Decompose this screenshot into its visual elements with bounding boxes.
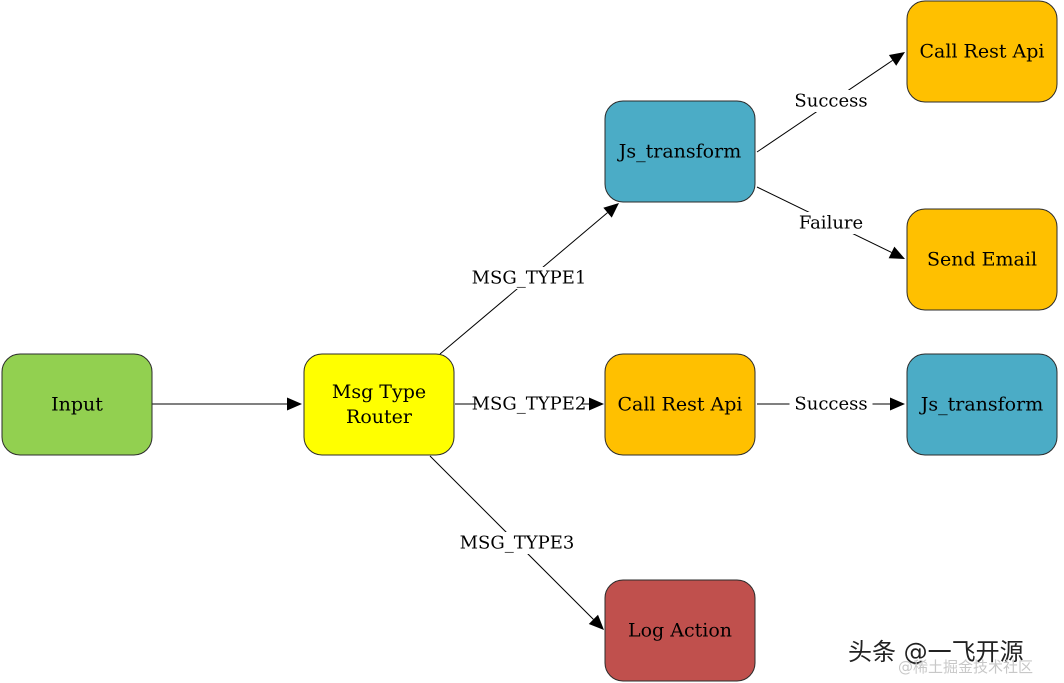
node-input: Input xyxy=(1,353,153,456)
edge-input-to-router xyxy=(152,397,302,411)
edge-js1-to-email: Failure xyxy=(756,186,905,259)
node-label-line: Log Action xyxy=(628,620,732,642)
edge-router-to-rest2: MSG_TYPE2 xyxy=(455,393,604,415)
edge-label-background xyxy=(789,90,873,112)
node-box xyxy=(906,0,1058,103)
node-label: Js_transform xyxy=(919,394,1043,416)
node-label: Log Action xyxy=(628,620,732,642)
edge-rest2-to-js2: Success xyxy=(757,393,905,415)
node-rest2: Call Rest Api xyxy=(604,353,756,456)
node-label-line: Input xyxy=(51,394,103,416)
edge-router-to-log: MSG_TYPE3 xyxy=(429,455,604,630)
node-label: Input xyxy=(51,394,103,416)
arrowhead xyxy=(588,614,604,630)
edge-label-background xyxy=(464,532,570,554)
edge-label: Success xyxy=(794,91,867,112)
node-label: Call Rest Api xyxy=(618,394,743,416)
node-label-line: Send Email xyxy=(927,249,1037,271)
node-label-line: Js_transform xyxy=(919,394,1043,416)
node-box xyxy=(906,208,1058,311)
edge-label: MSG_TYPE1 xyxy=(472,268,587,289)
watermark-main: 头条 @一飞开源 xyxy=(848,638,1024,666)
node-label: Send Email xyxy=(927,249,1037,271)
edge-label: Success xyxy=(794,394,867,415)
node-label: Call Rest Api xyxy=(920,41,1045,63)
arrowhead xyxy=(888,52,905,66)
edge-label: MSG_TYPE2 xyxy=(472,394,587,415)
edge-router-to-js1: MSG_TYPE1 xyxy=(439,203,619,355)
node-label: Js_transform xyxy=(617,141,741,163)
node-label-line: Js_transform xyxy=(617,141,741,163)
edge-label-background xyxy=(789,393,873,415)
arrowhead xyxy=(888,246,905,259)
edge-label-background xyxy=(476,267,582,289)
node-box xyxy=(604,100,756,203)
arrowhead xyxy=(603,203,619,218)
node-box xyxy=(604,353,756,456)
edge-label: Failure xyxy=(799,213,863,234)
edge-js1-to-rest1: Success xyxy=(756,52,905,153)
node-email: Send Email xyxy=(906,208,1058,311)
node-box xyxy=(604,579,756,682)
arrowhead xyxy=(589,397,604,411)
node-rest1: Call Rest Api xyxy=(906,0,1058,103)
arrowhead xyxy=(287,397,302,411)
node-label-line: Router xyxy=(346,406,413,428)
edge-label-background xyxy=(476,393,582,415)
watermark-sub: @稀土掘金技术社区 xyxy=(898,658,1034,676)
node-js1: Js_transform xyxy=(604,100,756,203)
node-label-line: Call Rest Api xyxy=(920,41,1045,63)
node-label-line: Call Rest Api xyxy=(618,394,743,416)
edge-label: MSG_TYPE3 xyxy=(460,533,575,554)
node-label-line: Msg Type xyxy=(332,381,426,403)
edge-label-background xyxy=(789,212,873,234)
node-box xyxy=(303,353,455,456)
edges-layer: MSG_TYPE1MSG_TYPE2MSG_TYPE3SuccessFailur… xyxy=(152,52,905,630)
node-js2: Js_transform xyxy=(906,353,1058,456)
node-box xyxy=(906,353,1058,456)
arrowhead xyxy=(890,397,905,411)
node-log: Log Action xyxy=(604,579,756,682)
node-box xyxy=(1,353,153,456)
